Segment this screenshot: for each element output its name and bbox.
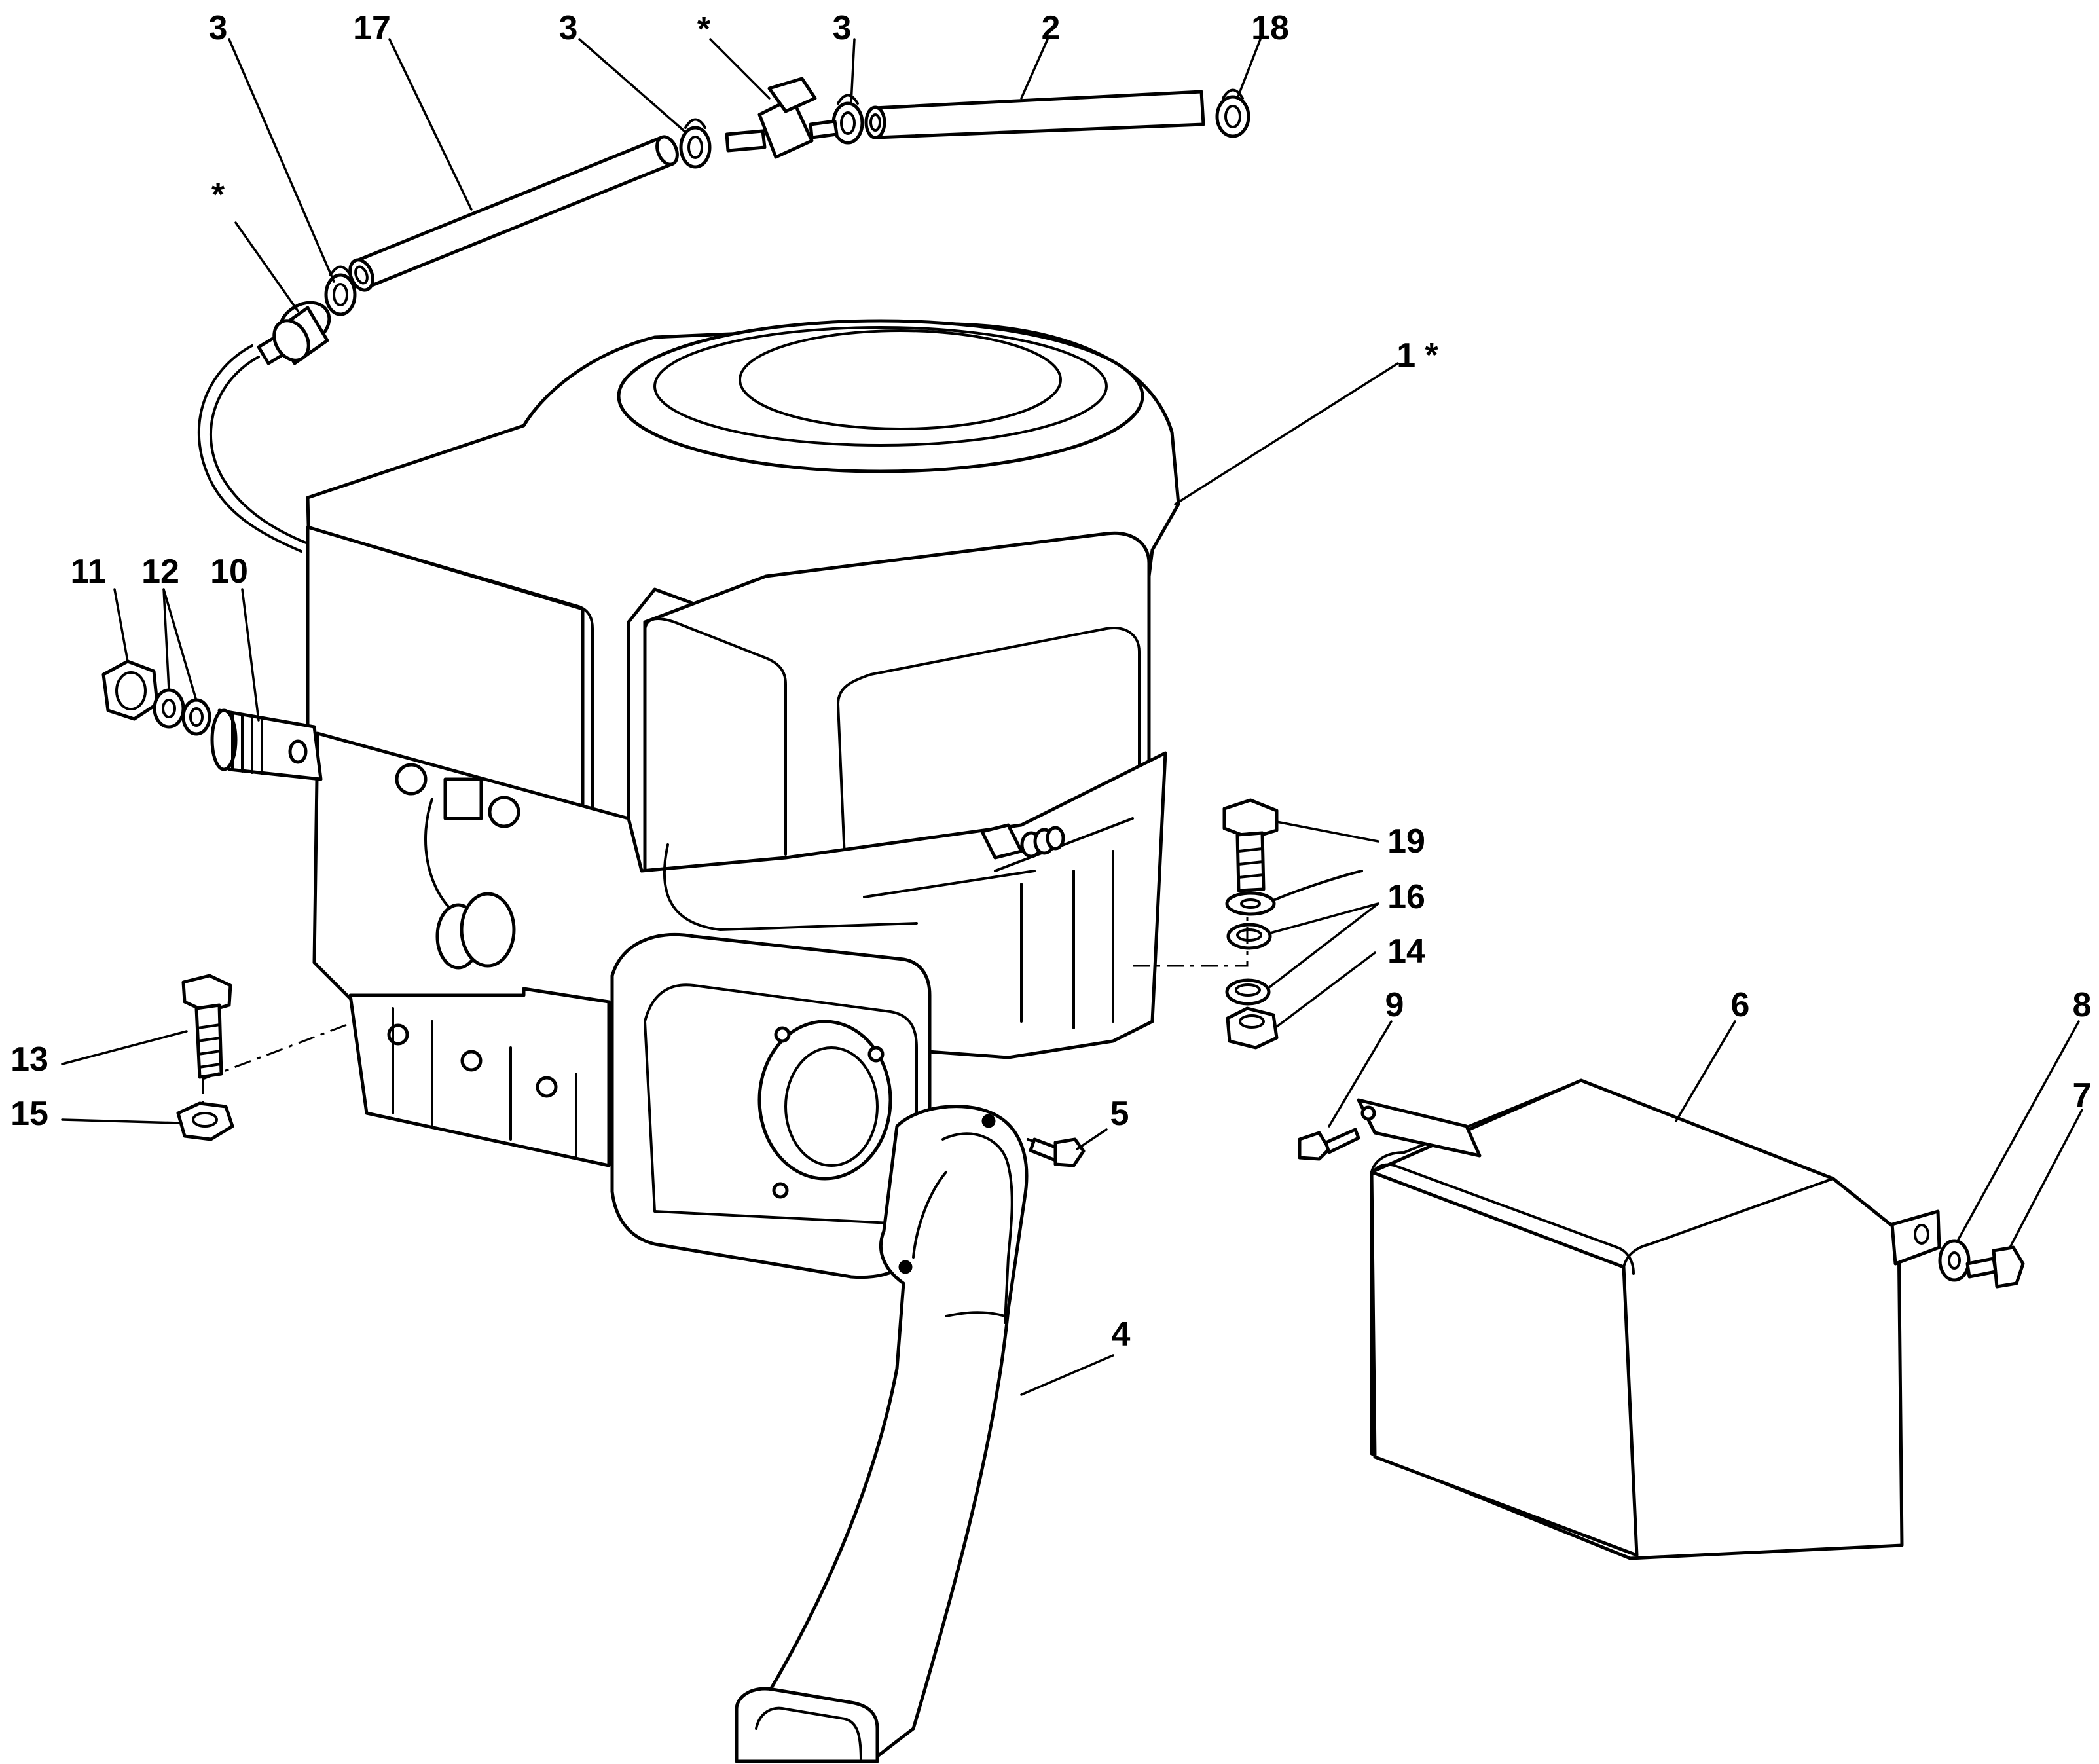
hose-clamp-right bbox=[831, 94, 864, 145]
washer-8 bbox=[1938, 1239, 1971, 1282]
screw-9 bbox=[1298, 1128, 1360, 1161]
callout-17: 17 bbox=[353, 9, 391, 47]
alignment-lines bbox=[202, 910, 1249, 1107]
ground-wire-terminal bbox=[1225, 870, 1363, 916]
callout-14: 14 bbox=[1387, 932, 1425, 970]
bolt-7 bbox=[1965, 1245, 2025, 1289]
callout-star-top: * bbox=[697, 10, 711, 48]
nut-11 bbox=[101, 659, 159, 721]
callout-star-left: * bbox=[211, 176, 225, 214]
lock-washer-16a bbox=[1226, 923, 1272, 950]
exhaust-deflector-4 bbox=[735, 1105, 1029, 1763]
muffler bbox=[610, 933, 932, 1279]
engine-1 bbox=[306, 319, 1180, 1167]
screw-5 bbox=[1027, 1137, 1086, 1167]
washer-12b bbox=[181, 698, 211, 736]
flange-nut-15 bbox=[176, 1101, 234, 1141]
callout-3-mid: 3 bbox=[559, 9, 578, 47]
fuel-hose-17 bbox=[348, 135, 679, 292]
fuel-line-assembly bbox=[197, 77, 1250, 553]
callout-8: 8 bbox=[2073, 986, 2092, 1024]
callout-labels: 3 17 3 * 3 2 18 * 1 * 11 12 10 19 16 14 … bbox=[10, 9, 2091, 1353]
leader-lines bbox=[61, 38, 2083, 1396]
nut-14 bbox=[1226, 1006, 1279, 1050]
fuel-shutoff-valve bbox=[725, 77, 839, 159]
cover-box-6 bbox=[1357, 1078, 1941, 1560]
callout-7: 7 bbox=[2073, 1076, 2092, 1114]
callout-4: 4 bbox=[1112, 1315, 1131, 1353]
hose-clamp-left bbox=[324, 265, 357, 316]
callout-3-right: 3 bbox=[833, 9, 852, 47]
callout-2: 2 bbox=[1042, 9, 1061, 47]
fuel-hose-2 bbox=[864, 90, 1205, 139]
callout-6: 6 bbox=[1731, 986, 1750, 1024]
callout-5: 5 bbox=[1110, 1095, 1129, 1133]
hose-clamp-18 bbox=[1215, 88, 1250, 138]
callout-9: 9 bbox=[1385, 986, 1404, 1024]
callout-18: 18 bbox=[1251, 9, 1289, 47]
fuel-filter bbox=[257, 301, 331, 365]
drain-pipe-10 bbox=[210, 708, 323, 781]
callout-3-left: 3 bbox=[209, 9, 228, 47]
callout-15: 15 bbox=[10, 1095, 48, 1133]
callout-13: 13 bbox=[10, 1040, 48, 1078]
bolt-13 bbox=[181, 974, 232, 1079]
hose-clamp-mid bbox=[679, 118, 712, 169]
washer-12a bbox=[153, 688, 185, 729]
callout-12: 12 bbox=[141, 553, 179, 591]
bolt-19 bbox=[1222, 798, 1279, 892]
callout-1: 1 * bbox=[1396, 337, 1438, 375]
callout-11: 11 bbox=[71, 553, 107, 591]
callout-10: 10 bbox=[210, 553, 248, 591]
callout-16: 16 bbox=[1387, 878, 1425, 916]
callout-19: 19 bbox=[1387, 822, 1425, 860]
lock-washer-16b bbox=[1225, 978, 1271, 1006]
oil-drain-assembly bbox=[101, 659, 323, 781]
